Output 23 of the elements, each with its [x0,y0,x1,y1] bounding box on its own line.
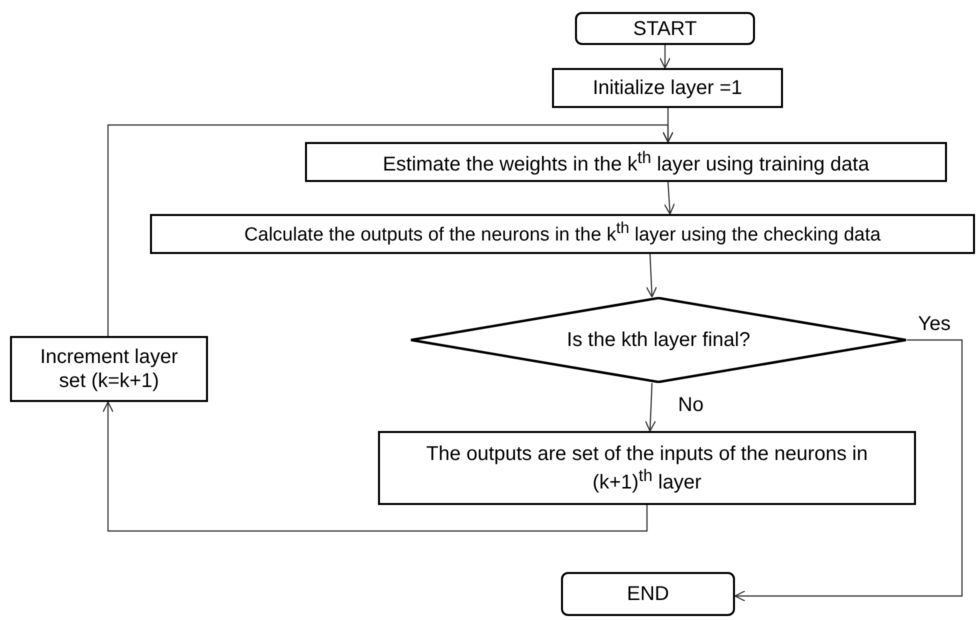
node-text: Initialize layer =1 [592,76,742,100]
process-box [150,214,975,254]
node-text: Calculate the outputs of the neurons in the k$^{th}$ layer using the checking data [244,220,881,248]
terminal-box [561,572,735,616]
node-text: Is the kth layer final? [566,328,750,352]
process-box [378,431,916,505]
arrow [107,124,674,336]
decision-diamond [410,297,907,383]
process-box [10,336,208,402]
node-text: END [626,582,670,606]
node-text: Increment layer set (k=k+1) [39,345,179,393]
arrow [659,45,671,69]
arrow [644,382,656,432]
node-text: Estimate the weights in the k$^{th}$ layer using training data [382,148,870,176]
terminal-box [575,12,755,45]
process-box [305,142,947,182]
arrow [646,254,658,298]
arrow [664,182,675,215]
node-text: START [633,16,697,40]
process-box [552,68,783,108]
arrow [102,401,648,532]
arrow [734,339,963,602]
node-text: The outputs are set of the inputs of the neurons in (k+1)$^{th}$ layer [425,442,869,494]
